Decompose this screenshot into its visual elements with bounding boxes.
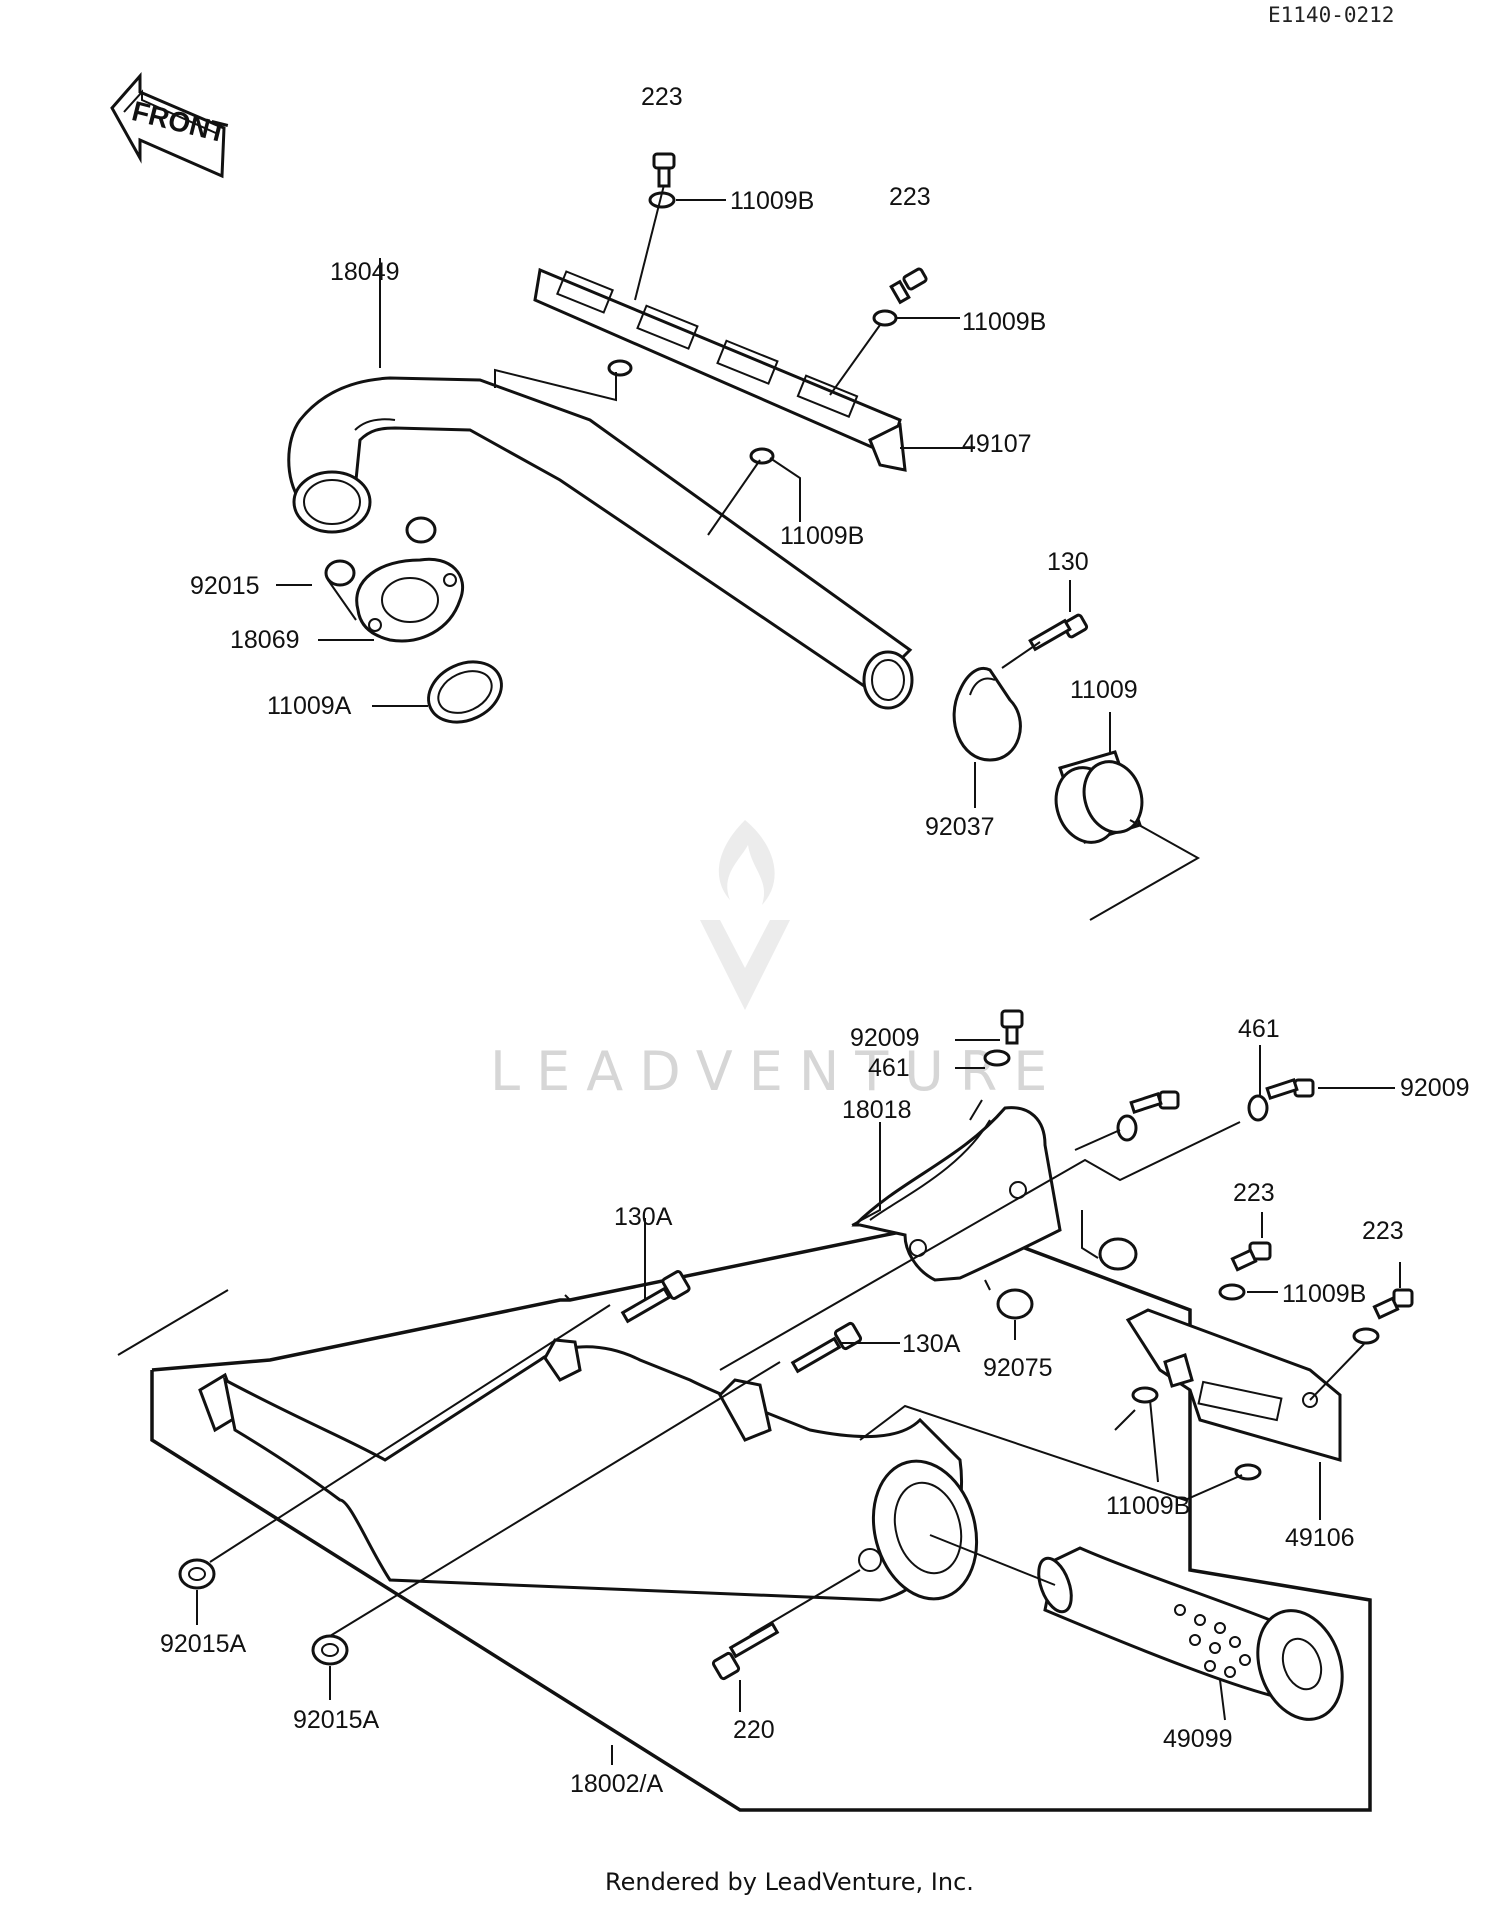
- gasket-11009a: [427, 660, 503, 724]
- label-223-top: 223: [641, 83, 683, 111]
- upper-leader-lines: [276, 184, 1111, 808]
- label-92075: 92075: [983, 1354, 1053, 1382]
- label-92037: 92037: [925, 813, 995, 841]
- washer-461-mid-icon: [1116, 1114, 1138, 1142]
- bolt-223-r1-icon: [1230, 1241, 1272, 1272]
- bolt-223-top-icon: [652, 152, 676, 188]
- label-18069: 18069: [230, 626, 300, 654]
- label-11009b-top: 11009B: [730, 187, 814, 215]
- bracket-49106: [1125, 1308, 1342, 1462]
- bolt-223-r2-icon: [1372, 1288, 1414, 1320]
- washer-11009b-r1-icon: [1218, 1283, 1246, 1301]
- nut-guard-icon: [1098, 1237, 1138, 1271]
- bolt-92009-right-icon: [1265, 1078, 1315, 1100]
- label-92015: 92015: [190, 572, 260, 600]
- heat-guard-18018: [851, 1106, 1062, 1282]
- flange-18069: [355, 557, 465, 643]
- heat-guard-49107: [533, 267, 907, 472]
- label-223-r2: 223: [1362, 1217, 1404, 1245]
- label-223-r1: 223: [1233, 1179, 1275, 1207]
- label-461-right: 461: [1238, 1015, 1280, 1043]
- washer-11009b-pipe-icon: [607, 359, 633, 377]
- spark-arrestor-49099: [1037, 1546, 1344, 1721]
- nut-92015a-2-icon: [311, 1634, 349, 1666]
- label-92009-left: 92009: [850, 1024, 920, 1052]
- footer-credit: Rendered by LeadVenture, Inc.: [605, 1868, 974, 1896]
- label-130a-mid: 130A: [902, 1330, 961, 1358]
- bolt-130a-mid-icon: [790, 1321, 863, 1374]
- label-130a-top: 130A: [614, 1203, 673, 1231]
- label-130: 130: [1047, 548, 1089, 576]
- label-220: 220: [733, 1716, 775, 1744]
- muffler-18002a: [198, 1338, 979, 1602]
- label-18018: 18018: [842, 1096, 912, 1124]
- nut-92015-icon: [324, 516, 437, 587]
- label-18002a: 18002/A: [570, 1770, 663, 1798]
- bolt-220-icon: [711, 1621, 780, 1681]
- arrestor-holes: [1174, 1604, 1251, 1678]
- label-92015a-2: 92015A: [293, 1706, 380, 1734]
- label-11009b-mid: 11009B: [962, 308, 1046, 336]
- label-461-left: 461: [868, 1054, 910, 1082]
- label-49099: 49099: [1163, 1725, 1233, 1753]
- muffler-assembly-outline: [150, 1218, 1372, 1812]
- label-11009: 11009: [1070, 676, 1138, 704]
- bolt-92009-mid-icon: [1129, 1090, 1180, 1114]
- watermark-text: LEADVENTURE: [490, 1040, 1063, 1103]
- watermark-logo: [700, 820, 790, 1010]
- label-92015a-1: 92015A: [160, 1630, 247, 1658]
- lower-leader-lines: [196, 1039, 1401, 1765]
- nut-92015a-1-icon: [178, 1558, 216, 1590]
- label-18049: 18049: [330, 258, 400, 286]
- washer-11009b-b1-icon: [1131, 1386, 1159, 1404]
- part-labels: 223 11009B 223 11009B 18049 49107 11009B…: [160, 83, 1470, 1798]
- label-11009b-lower: 11009B: [780, 522, 864, 550]
- label-49107: 49107: [962, 430, 1032, 458]
- label-11009b-r: 11009B: [1282, 1280, 1366, 1308]
- washer-11009b-r2-icon: [1352, 1327, 1380, 1345]
- nut-92075-icon: [996, 1288, 1034, 1320]
- washer-461-left-icon: [983, 1049, 1011, 1067]
- label-49106: 49106: [1285, 1524, 1355, 1552]
- sleeve-11009: [1054, 750, 1144, 844]
- washer-11009b-mid-icon: [872, 309, 898, 327]
- label-11009b-bottom: 11009B: [1106, 1492, 1190, 1520]
- diagram-code: E1140-0212: [1268, 3, 1394, 27]
- bolt-130a-top-icon: [620, 1270, 691, 1324]
- washer-11009b-lower-icon: [749, 447, 775, 465]
- exhaust-pipe-18049: [287, 376, 914, 710]
- bolt-223-mid-icon: [889, 267, 928, 305]
- clamp-92037: [952, 666, 1022, 762]
- bolt-130-icon: [1028, 613, 1089, 652]
- label-223-mid: 223: [889, 183, 931, 211]
- front-arrow-icon: FRONT: [110, 72, 230, 179]
- label-92009-right: 92009: [1400, 1074, 1470, 1102]
- label-11009a: 11009A: [267, 692, 352, 720]
- washer-461-right-icon: [1247, 1094, 1269, 1122]
- bolt-92009-left-icon: [1000, 1009, 1024, 1045]
